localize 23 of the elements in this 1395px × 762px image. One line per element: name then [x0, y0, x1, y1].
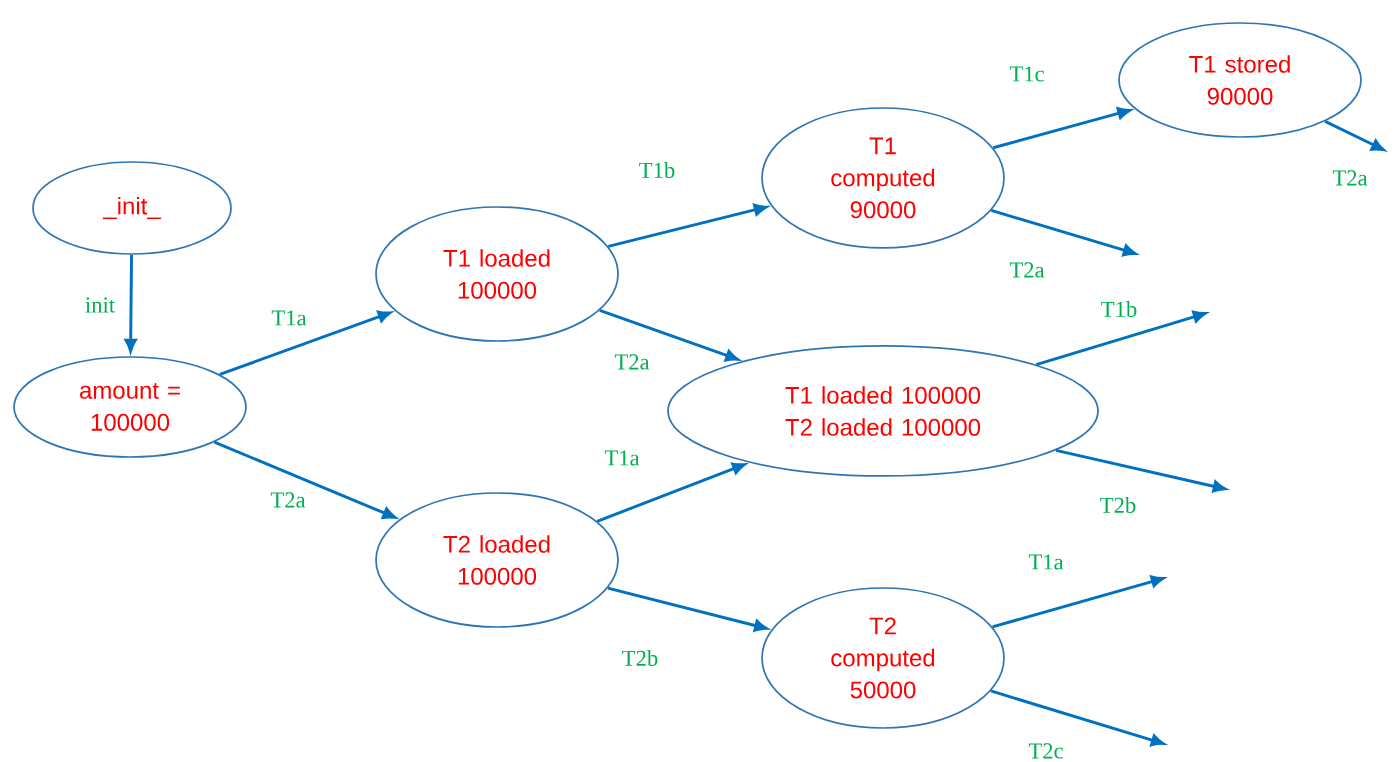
arrow [990, 209, 1137, 257]
arrow [219, 310, 392, 376]
arrow [1324, 120, 1385, 152]
edge-label: init [83, 296, 117, 314]
edge-label: T1a [270, 309, 308, 327]
arrow [596, 462, 746, 523]
edge-label: T1a [603, 449, 641, 467]
arrow [607, 203, 768, 248]
edge-label: T2a [1008, 261, 1046, 279]
edge-label: T2b [620, 648, 660, 668]
edge-label: T2a [1331, 169, 1369, 187]
edge-label: T1a [1027, 553, 1065, 571]
edge-label: T2c [1027, 742, 1065, 760]
edge-label: T1b [1099, 299, 1139, 319]
arrow [990, 689, 1165, 747]
edge-label: T2a [269, 491, 307, 509]
arrow [213, 440, 396, 519]
edge-label: T1b [637, 160, 677, 180]
arrow [992, 575, 1165, 629]
arrow [1055, 448, 1227, 493]
edge-label: T2b [1098, 495, 1138, 515]
edge-label: T1c [1008, 65, 1046, 83]
arrow [1035, 310, 1207, 366]
